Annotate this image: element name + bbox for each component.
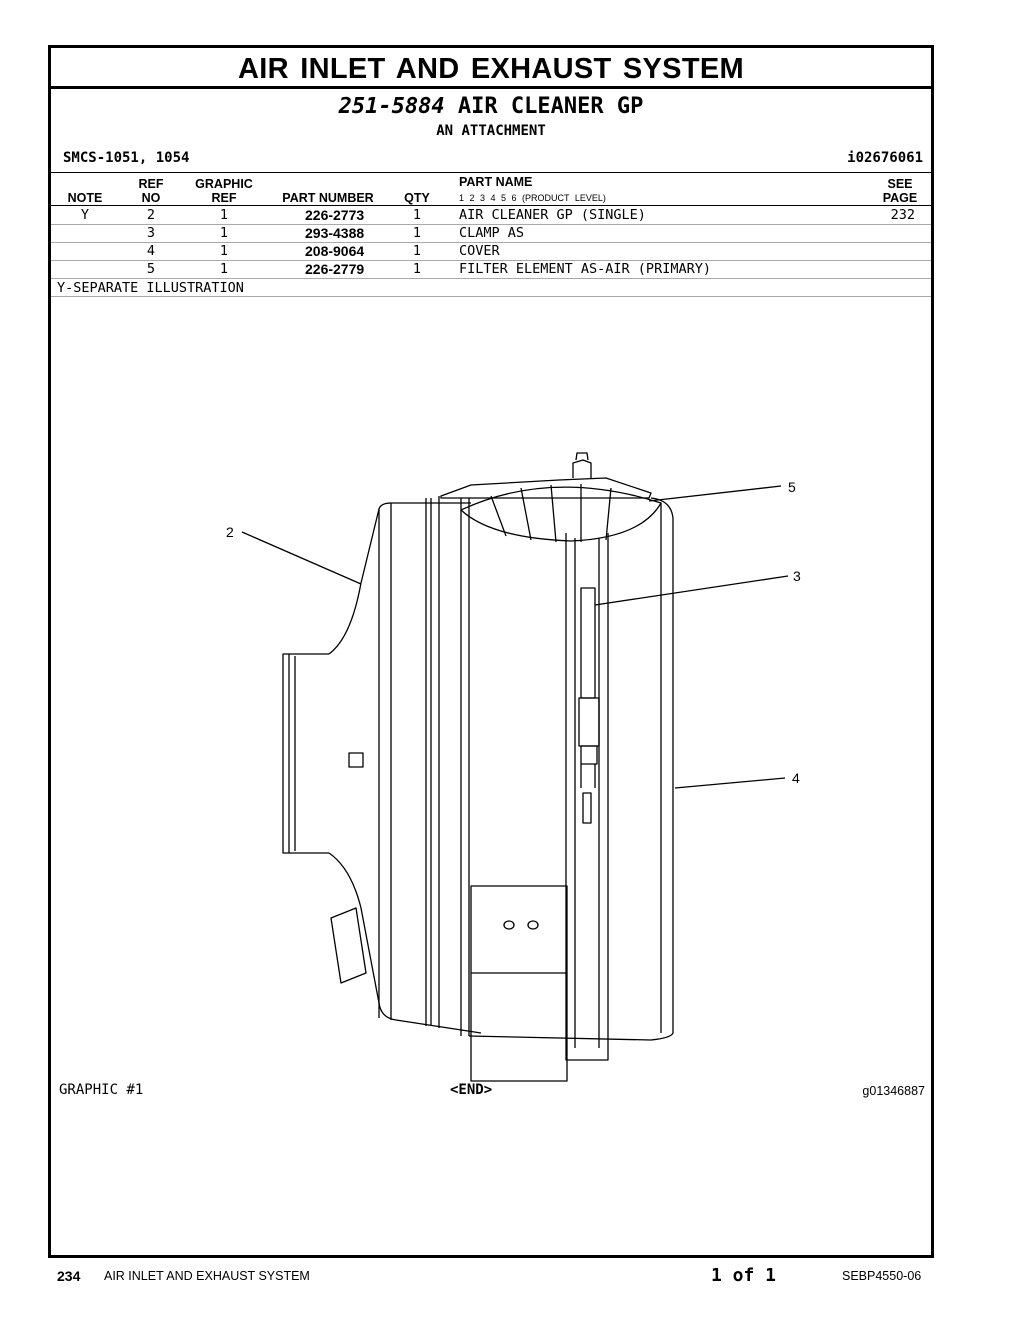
row-graphic-ref: 1 bbox=[219, 261, 229, 277]
end-marker: <END> bbox=[450, 1082, 493, 1098]
col-header-part-name: PART NAME bbox=[459, 175, 533, 189]
callout-3: 3 bbox=[793, 568, 801, 584]
bolt-head bbox=[503, 920, 515, 930]
row-divider bbox=[51, 224, 931, 225]
leader-line-4 bbox=[674, 777, 786, 789]
row-part-name: AIR CLEANER GP (SINGLE) bbox=[459, 207, 646, 223]
row-part-number: 208-9064 bbox=[305, 243, 365, 259]
col-header-ref-no: REF NO bbox=[131, 177, 171, 205]
bolt-head bbox=[527, 920, 539, 930]
graphic-label: GRAPHIC #1 bbox=[59, 1082, 144, 1098]
col-header-qty: QTY bbox=[404, 191, 430, 205]
row-qty: 1 bbox=[412, 225, 422, 241]
footer-document-number: SEBP4550-06 bbox=[842, 1269, 922, 1283]
row-ref-no: 2 bbox=[146, 207, 156, 223]
footer-section: AIR INLET AND EXHAUST SYSTEM bbox=[104, 1269, 310, 1283]
row-qty: 1 bbox=[412, 207, 422, 223]
document-frame: AIR INLET AND EXHAUST SYSTEM 251-5884 AI… bbox=[48, 45, 934, 1258]
callout-5: 5 bbox=[788, 479, 796, 495]
filter-pleat bbox=[605, 487, 612, 541]
footer-page-number: 234 bbox=[57, 1268, 81, 1284]
col-header-graphic-ref: GRAPHIC REF bbox=[189, 177, 259, 205]
row-part-number: 226-2779 bbox=[305, 261, 365, 277]
row-divider bbox=[51, 278, 931, 279]
filter-element bbox=[460, 486, 662, 542]
valve-tip bbox=[575, 452, 589, 461]
col-header-see-page-line1: SEE bbox=[887, 177, 913, 191]
col-header-ref-no-line1: REF bbox=[138, 177, 164, 191]
row-graphic-ref: 1 bbox=[219, 225, 229, 241]
clamp-latch-tip bbox=[580, 745, 598, 765]
filter-pleat bbox=[520, 487, 532, 541]
row-divider bbox=[51, 242, 931, 243]
graphic-number: g01346887 bbox=[862, 1084, 925, 1098]
drain-valve bbox=[330, 907, 367, 984]
clamp-latch bbox=[578, 697, 600, 747]
row-divider bbox=[51, 296, 931, 297]
leader-line-3 bbox=[594, 575, 789, 606]
cover-right-edge bbox=[650, 497, 674, 1041]
group-name: AIR CLEANER GP bbox=[457, 94, 644, 119]
divider bbox=[51, 205, 931, 206]
row-qty: 1 bbox=[412, 261, 422, 277]
clamp-rail bbox=[565, 533, 609, 1061]
row-qty: 1 bbox=[412, 243, 422, 259]
inlet-tube bbox=[282, 653, 329, 854]
page-footer: 234 AIR INLET AND EXHAUST SYSTEM 1 of 1 … bbox=[0, 1265, 1020, 1295]
row-part-number: 293-4388 bbox=[305, 225, 365, 241]
housing-outline-top bbox=[328, 502, 471, 655]
group-number: 251-5884 bbox=[338, 94, 445, 119]
row-part-name: CLAMP AS bbox=[459, 225, 525, 241]
row-part-number: 226-2773 bbox=[305, 207, 365, 223]
leader-line-5 bbox=[648, 485, 782, 502]
col-header-see-page-line2: PAGE bbox=[882, 191, 918, 205]
group-heading: 251-5884 AIR CLEANER GP bbox=[51, 94, 931, 119]
col-header-see-page: SEE PAGE bbox=[877, 177, 923, 205]
row-divider bbox=[51, 260, 931, 261]
row-ref-no: 5 bbox=[146, 261, 156, 277]
housing-outline-bottom bbox=[328, 852, 482, 1034]
note-legend: Y-SEPARATE ILLUSTRATION bbox=[57, 280, 244, 296]
valve-housing bbox=[572, 459, 592, 478]
filter-pleat bbox=[490, 495, 507, 537]
col-header-note: NOTE bbox=[67, 191, 103, 205]
clamp-bolt bbox=[582, 792, 592, 824]
col-header-part-number: PART NUMBER bbox=[282, 191, 374, 205]
leader-line-2 bbox=[241, 531, 362, 585]
air-cleaner-illustration: 2 3 4 5 bbox=[226, 452, 801, 1082]
row-see-page: 232 bbox=[890, 207, 915, 223]
col-header-graphic-ref-line2: REF bbox=[211, 191, 237, 205]
side-fitting bbox=[348, 752, 364, 768]
row-ref-no: 3 bbox=[146, 225, 156, 241]
callout-2: 2 bbox=[226, 524, 234, 540]
clamp-bar bbox=[580, 587, 596, 699]
outlet-box bbox=[470, 885, 568, 1082]
row-part-name: COVER bbox=[459, 243, 500, 259]
page-title: AIR INLET AND EXHAUST SYSTEM bbox=[51, 48, 931, 89]
callout-4: 4 bbox=[792, 770, 800, 786]
row-note: Y bbox=[80, 207, 90, 223]
top-cap bbox=[440, 477, 652, 499]
group-subtitle: AN ATTACHMENT bbox=[436, 123, 546, 139]
product-level-scale: 1 2 3 4 5 6 (PRODUCT LEVEL) bbox=[459, 193, 606, 203]
row-ref-no: 4 bbox=[146, 243, 156, 259]
housing-bottom bbox=[468, 1035, 652, 1041]
divider bbox=[51, 172, 931, 173]
filter-pleat bbox=[550, 484, 557, 543]
col-header-ref-no-line2: NO bbox=[141, 191, 161, 205]
row-graphic-ref: 1 bbox=[219, 207, 229, 223]
footer-page-of: 1 of 1 bbox=[711, 1265, 777, 1286]
row-part-name: FILTER ELEMENT AS-AIR (PRIMARY) bbox=[459, 261, 711, 277]
col-header-graphic-ref-line1: GRAPHIC bbox=[195, 177, 253, 191]
row-graphic-ref: 1 bbox=[219, 243, 229, 259]
info-identifier: i02676061 bbox=[847, 150, 923, 166]
smcs-codes: SMCS-1051, 1054 bbox=[63, 150, 190, 166]
